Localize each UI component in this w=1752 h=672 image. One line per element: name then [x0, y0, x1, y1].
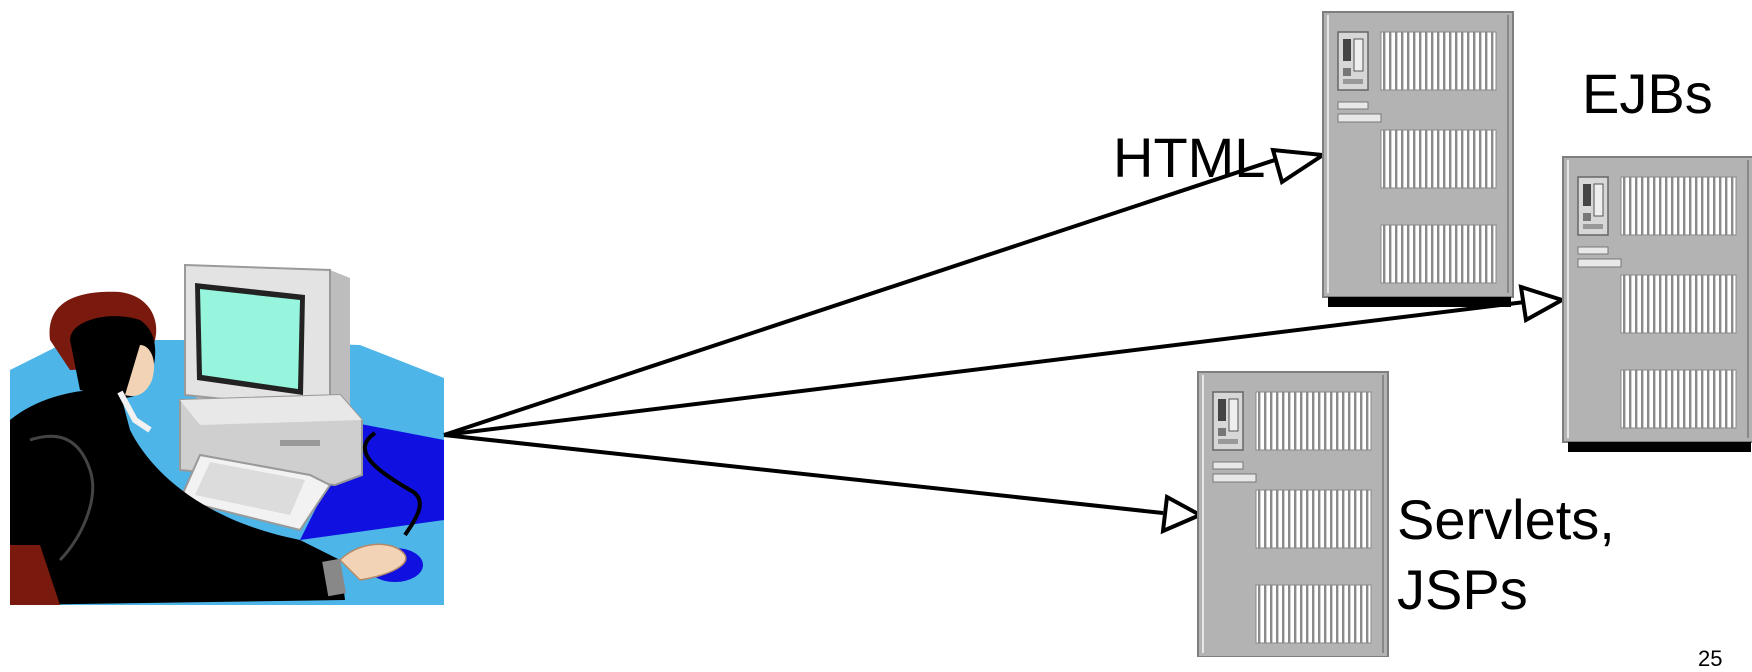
- arrow-to-ejb-server: [443, 300, 1526, 437]
- arrowhead-html: [1270, 147, 1329, 186]
- server-icon: [1322, 11, 1514, 308]
- server-icon: [1197, 371, 1389, 657]
- ejbs-label: EJBs: [1582, 62, 1713, 125]
- servlets-jsps-label: Servlets, JSPs: [1397, 485, 1615, 625]
- user-at-computer-icon: [10, 263, 444, 605]
- servlets-label-line2: JSPs: [1397, 558, 1528, 621]
- diagram-canvas: [10, 11, 1752, 657]
- arrowhead-servlet: [1160, 493, 1205, 535]
- slide-number: 25: [1698, 646, 1723, 671]
- servlets-label-line1: Servlets,: [1397, 488, 1615, 551]
- arrowhead-ejb: [1518, 284, 1568, 324]
- connection-arrows: [443, 147, 1568, 535]
- server-icon: [1562, 156, 1752, 453]
- arrow-to-servlet-server: [443, 433, 1164, 515]
- arrow-to-html-server: [443, 153, 1291, 437]
- html-label: HTML: [1113, 126, 1266, 189]
